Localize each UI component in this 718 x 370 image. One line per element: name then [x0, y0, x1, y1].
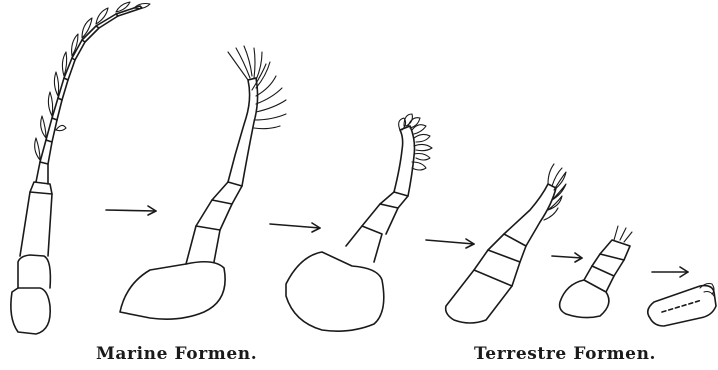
antenna-3: [286, 114, 432, 331]
antenna-1: [11, 2, 150, 334]
antenna-6: [648, 284, 716, 327]
marine-forms-caption: Marine Formen.: [96, 344, 257, 364]
arrow-5: [652, 267, 688, 277]
arrow-2: [270, 223, 320, 232]
arrow-1: [106, 206, 156, 215]
antenna-5: [560, 226, 632, 318]
arrow-3: [426, 239, 474, 248]
arrow-4: [552, 253, 582, 262]
terrestrial-forms-caption: Terrestre Formen.: [474, 344, 656, 364]
antenna-2: [120, 46, 286, 319]
